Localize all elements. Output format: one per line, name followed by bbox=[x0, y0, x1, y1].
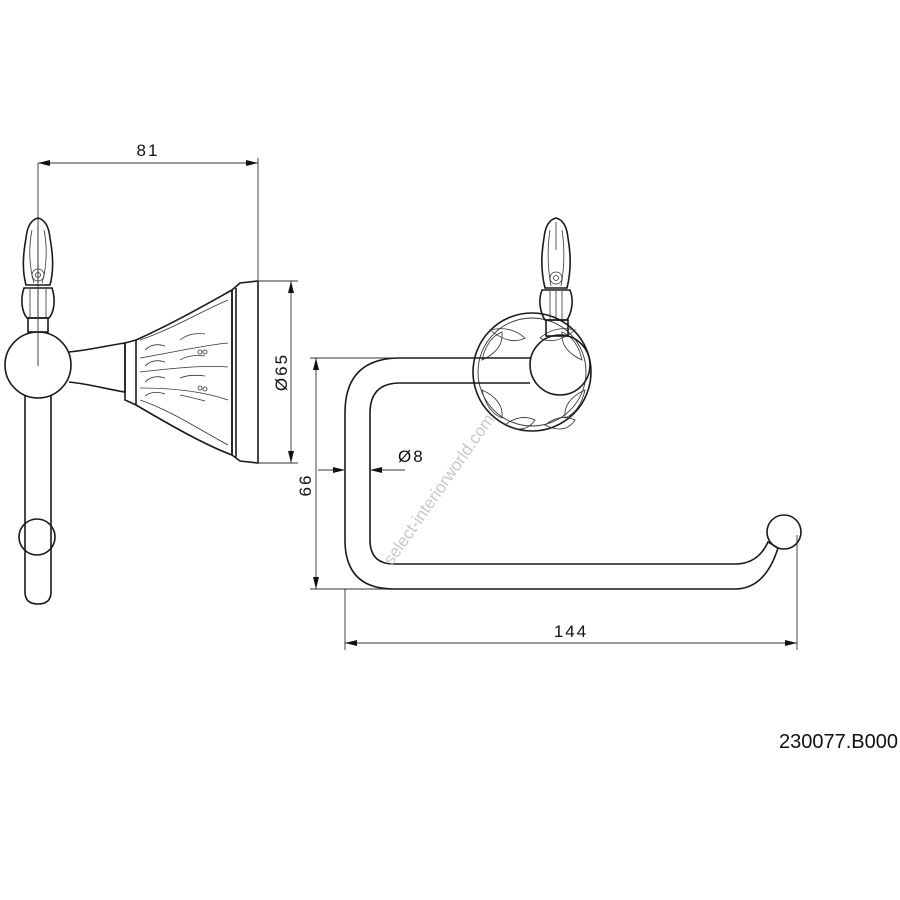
dimension-plate-diameter-label: Ø65 bbox=[272, 353, 291, 391]
side-view bbox=[4, 163, 259, 605]
dimension-plate-diameter: Ø65 bbox=[258, 280, 298, 464]
roll-rod bbox=[24, 395, 52, 605]
dimension-width: 144 bbox=[344, 535, 798, 650]
dimension-rod-diameter-label: Ø8 bbox=[398, 447, 425, 466]
finial-ornament-front bbox=[539, 217, 573, 337]
joint-ball-front bbox=[529, 334, 591, 396]
holder-arm bbox=[344, 357, 779, 590]
dimension-depth: 81 bbox=[38, 141, 259, 280]
end-knob bbox=[18, 518, 56, 556]
dimension-depth-label: 81 bbox=[137, 141, 160, 160]
part-number: 230077.B000 bbox=[779, 731, 898, 753]
arm-neck bbox=[68, 342, 126, 393]
front-view bbox=[344, 217, 802, 590]
dimension-height: 66 bbox=[296, 357, 400, 590]
base-cone-ornament bbox=[124, 288, 233, 457]
dimension-height-label: 66 bbox=[296, 474, 315, 497]
watermark: select-interiorworld.com bbox=[380, 410, 499, 568]
end-knob-front bbox=[766, 514, 802, 550]
rosette-plate bbox=[472, 312, 592, 432]
dimension-rod-diameter: Ø8 bbox=[318, 447, 425, 473]
dimension-width-label: 144 bbox=[554, 622, 588, 641]
